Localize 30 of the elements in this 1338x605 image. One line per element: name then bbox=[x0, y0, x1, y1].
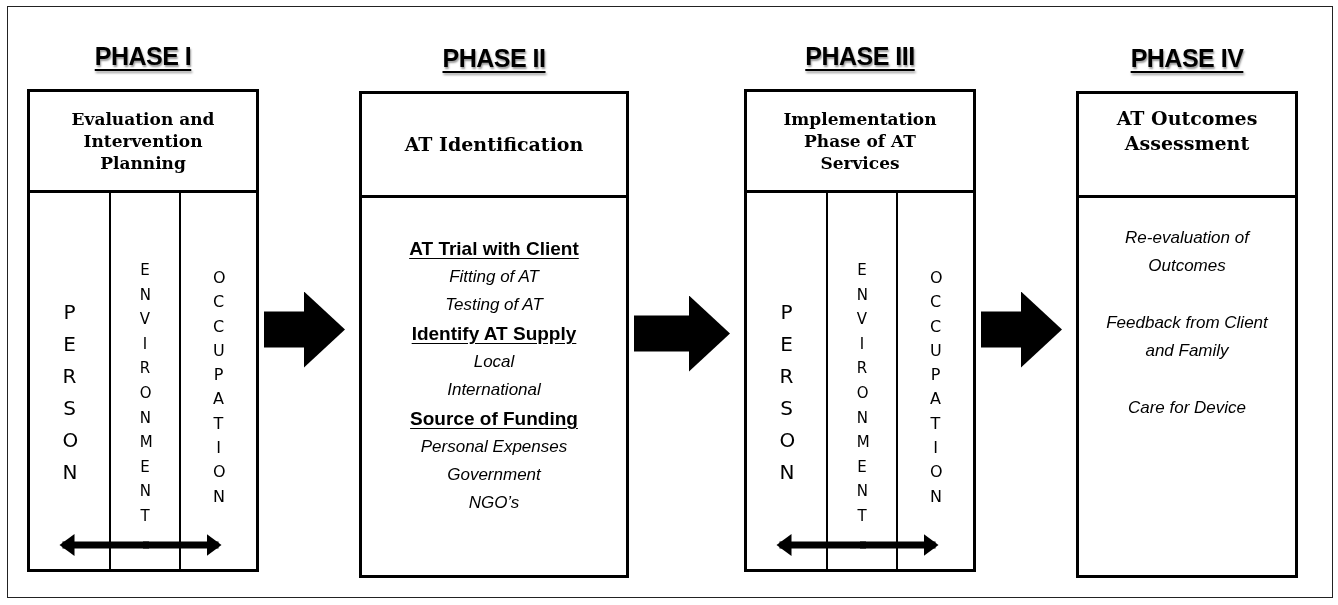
item-text: Testing of AT bbox=[445, 294, 543, 316]
item-text: Fitting of AT bbox=[449, 266, 539, 288]
item-text: Government bbox=[447, 464, 541, 486]
section-heading: Source of Funding bbox=[410, 407, 578, 431]
item-text: NGO’s bbox=[468, 492, 520, 514]
phase-title: AT Identification bbox=[362, 94, 626, 198]
item-text: Feedback from Client and Family bbox=[1105, 312, 1270, 362]
item-text: International bbox=[447, 379, 541, 401]
block-arrow bbox=[981, 291, 1062, 368]
phase-title: AT Outcomes Assessment bbox=[1079, 94, 1295, 198]
block-arrow bbox=[634, 295, 730, 372]
item-text: Personal Expenses bbox=[420, 436, 568, 458]
item-text: Re-evaluation of Outcomes bbox=[1124, 227, 1252, 277]
vertical-label: ENVIRONMENT bbox=[856, 260, 868, 527]
phase-title: Implementation Phase of AT Services bbox=[747, 92, 973, 193]
phase-heading: PHASE IV bbox=[1130, 44, 1244, 73]
block-arrow bbox=[264, 291, 345, 368]
vertical-label: OCCUPATION bbox=[212, 267, 225, 508]
section-heading: Identify AT Supply bbox=[411, 322, 577, 346]
vertical-label: ENVIRONMENT bbox=[139, 260, 151, 527]
item-text: Local bbox=[473, 351, 515, 373]
phase-title: Evaluation and Intervention Planning bbox=[30, 92, 256, 193]
phase-heading: PHASE III bbox=[805, 42, 915, 71]
vertical-label: PERSON bbox=[779, 299, 794, 486]
item-text: Care for Device bbox=[1126, 397, 1248, 419]
vertical-label: PERSON bbox=[62, 299, 77, 486]
section-heading: AT Trial with Client bbox=[409, 237, 579, 261]
phase-heading: PHASE I bbox=[94, 42, 192, 71]
phase-heading: PHASE II bbox=[442, 44, 546, 73]
vertical-label: OCCUPATION bbox=[929, 267, 942, 508]
